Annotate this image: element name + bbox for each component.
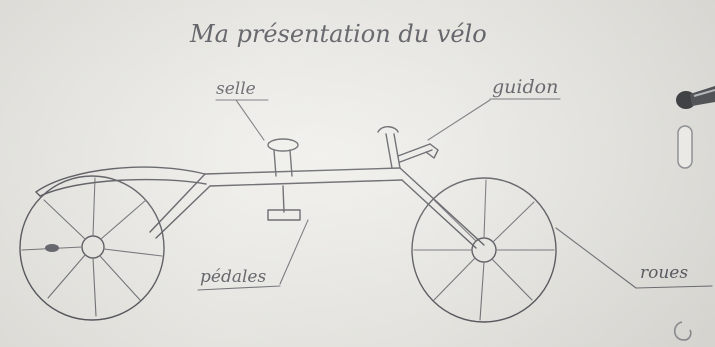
label-guidon-pointer xyxy=(427,99,491,141)
front-wheel xyxy=(411,177,557,323)
label-pedales: pédales xyxy=(200,267,266,287)
saddle xyxy=(267,138,299,177)
label-selle-pointer xyxy=(235,99,265,141)
label-pedales-pointer xyxy=(279,219,309,285)
label-guidon: guidon xyxy=(492,76,558,98)
label-selle: selle xyxy=(216,79,256,99)
label-roues-pointer xyxy=(555,227,637,289)
label-roues-underline xyxy=(635,285,713,289)
rear-wheel xyxy=(19,175,165,321)
binder-holes xyxy=(673,86,715,341)
label-pedales-underline xyxy=(197,285,281,291)
label-roues: roues xyxy=(640,263,688,283)
bike-frame xyxy=(35,126,485,249)
drawing-title: Ma présentation du vélo xyxy=(189,20,487,48)
pedals xyxy=(267,185,301,221)
